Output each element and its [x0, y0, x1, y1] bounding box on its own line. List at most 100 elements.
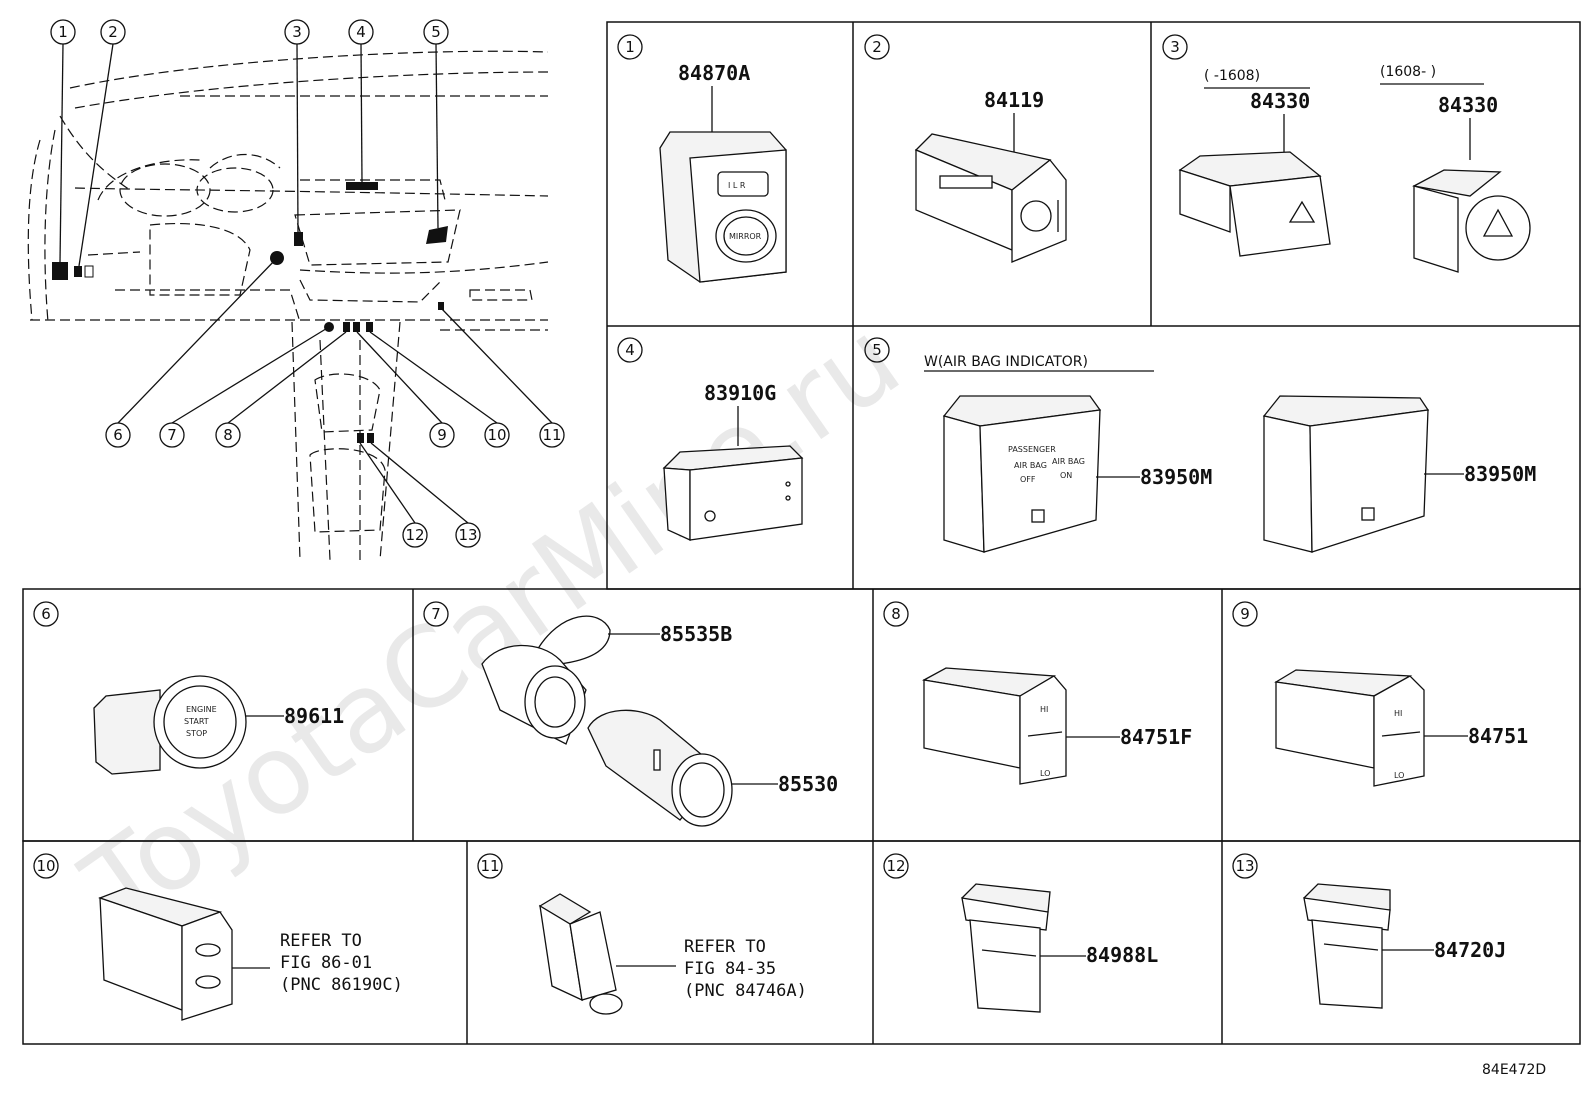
part-number-84751: 84751 [1468, 724, 1528, 748]
overview-callout-1: 1 [50, 19, 76, 45]
passenger-indicator-panel-icon [1262, 395, 1430, 553]
panel-1-number: 1 [625, 38, 635, 56]
panel-7: 7 85535B 85530 [423, 601, 838, 827]
part-number-89611: 89611 [284, 704, 344, 728]
svg-text:ENGINE: ENGINE [186, 705, 217, 714]
part-number-84988l: 84988L [1086, 943, 1158, 967]
overview-callout-2: 2 [100, 19, 126, 45]
svg-text:LO: LO [1394, 771, 1404, 780]
svg-text:11: 11 [542, 426, 561, 444]
svg-text:2: 2 [108, 23, 118, 41]
part-number-84720j: 84720J [1434, 938, 1506, 962]
refer-fig-84-35: FIG 84-35 [684, 959, 776, 979]
panel-10: 10 REFER TO FIG 86-01 (PNC 86190C) [33, 853, 403, 1021]
svg-text:13: 13 [458, 526, 477, 544]
hazard-switch-early-icon [1178, 151, 1331, 257]
panel-grid [22, 21, 1581, 1045]
overview-callout-9: 9 [429, 422, 455, 448]
part-number-85530: 85530 [778, 772, 838, 796]
panel-1: 1 84870A I L R MIRROR [617, 34, 787, 283]
dashboard-overview: 1 2 3 4 5 6 7 8 9 10 [27, 19, 565, 561]
overview-callout-6: 6 [105, 422, 131, 448]
refer-pnc-86190c: (PNC 86190C) [280, 975, 403, 995]
part-number-83910g: 83910G [704, 381, 776, 405]
panel-5: 5 W(AIR BAG INDICATOR) PASSENGER AIR BAG… [864, 337, 1536, 553]
svg-text:7: 7 [167, 426, 177, 444]
seat-heater-switch-icon: HI LO [1274, 669, 1425, 787]
panel-9-number: 9 [1240, 605, 1250, 623]
airbag-indicator-panel-icon: PASSENGER AIR BAG OFF AIR BAG ON [942, 395, 1102, 553]
panel-10-number: 10 [36, 857, 55, 875]
hazard-switch-late-icon [1412, 169, 1531, 273]
overview-callout-5: 5 [423, 19, 449, 45]
overview-callout-13: 13 [455, 522, 481, 548]
usb-port-icon [538, 893, 623, 1015]
trunk-switch-icon [961, 883, 1051, 1013]
panel-8: 8 HI LO 84751F [883, 601, 1192, 785]
part-number-83950m-a: 83950M [1140, 465, 1212, 489]
overview-callout-7: 7 [159, 422, 185, 448]
overview-callout-10: 10 [484, 422, 510, 448]
airbag-indicator-note: W(AIR BAG INDICATOR) [924, 354, 1088, 370]
steering-heater-switch-icon [98, 887, 233, 1021]
panel-8-number: 8 [891, 605, 901, 623]
refer-to-label-10: REFER TO [280, 931, 362, 951]
panel-2: 2 84119 [864, 34, 1067, 263]
panel-4: 4 83910G [617, 337, 804, 542]
svg-text:MIRROR: MIRROR [729, 232, 762, 241]
svg-text:3: 3 [292, 23, 302, 41]
svg-text:OFF: OFF [1020, 475, 1036, 484]
panel-13: 13 84720J [1232, 853, 1506, 1009]
svg-text:8: 8 [223, 426, 233, 444]
svg-text:HI: HI [1040, 705, 1048, 714]
overview-callout-11: 11 [539, 422, 565, 448]
socket-cap-icon [481, 615, 611, 745]
panel-3: 3 ( -1608) 84330 (1608- ) 84330 [1162, 34, 1531, 273]
part-number-84751f: 84751F [1120, 725, 1192, 749]
panel-13-number: 13 [1235, 857, 1254, 875]
panel-5-number: 5 [872, 341, 882, 359]
overview-callout-3: 3 [284, 19, 310, 45]
mode-switch-icon [1303, 883, 1391, 1009]
svg-text:9: 9 [437, 426, 447, 444]
svg-text:4: 4 [356, 23, 366, 41]
part-number-84119: 84119 [984, 88, 1044, 112]
panel-6-number: 6 [41, 605, 51, 623]
svg-text:5: 5 [431, 23, 441, 41]
svg-text:LO: LO [1040, 769, 1050, 778]
part-number-83950m-b: 83950M [1464, 462, 1536, 486]
power-socket-icon [587, 709, 733, 827]
svg-text:START: START [184, 717, 209, 726]
svg-text:6: 6 [113, 426, 123, 444]
mirror-switch-icon: I L R MIRROR [659, 131, 787, 283]
indicator-module-icon [662, 445, 804, 542]
diagram-id: 84E472D [1482, 1062, 1546, 1078]
seat-heater-switch-hi-lo-icon: HI LO [922, 667, 1067, 785]
panel-9: 9 HI LO 84751 [1232, 601, 1528, 787]
svg-text:I L R: I L R [728, 181, 746, 190]
part-number-85535b: 85535B [660, 622, 732, 646]
refer-pnc-84746a: (PNC 84746A) [684, 981, 807, 1001]
svg-text:AIR BAG: AIR BAG [1014, 461, 1047, 470]
svg-text:AIR BAG: AIR BAG [1052, 457, 1085, 466]
svg-text:ON: ON [1060, 471, 1072, 480]
panel-11: 11 REFER TO FIG 84-35 (PNC 84746A) [477, 853, 807, 1015]
svg-text:10: 10 [487, 426, 506, 444]
overview-callout-8: 8 [215, 422, 241, 448]
svg-text:12: 12 [405, 526, 424, 544]
date-range-late: (1608- ) [1380, 64, 1436, 80]
panel-7-number: 7 [431, 605, 441, 623]
svg-text:PASSENGER: PASSENGER [1008, 445, 1056, 454]
panel-4-number: 4 [625, 341, 635, 359]
part-number-84330-early: 84330 [1250, 89, 1310, 113]
panel-6: 6 ENGINE START STOP 89611 [33, 601, 344, 775]
date-range-early: ( -1608) [1204, 68, 1260, 84]
part-number-84330-late: 84330 [1438, 93, 1498, 117]
watermark: ToyotaCarMine.ru [61, 295, 922, 952]
panel-3-number: 3 [1170, 38, 1180, 56]
part-number-84870a: 84870A [678, 61, 750, 85]
overview-callout-4: 4 [348, 19, 374, 45]
panel-12-number: 12 [886, 857, 905, 875]
svg-text:STOP: STOP [186, 729, 207, 738]
